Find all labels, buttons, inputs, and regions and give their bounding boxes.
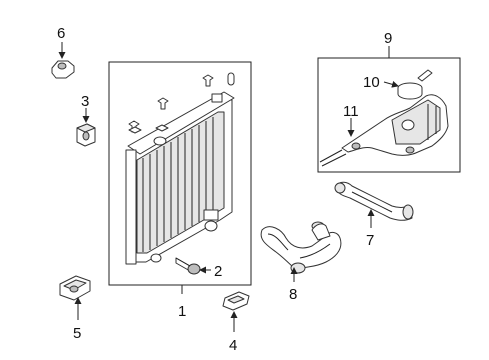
- reservoir-group: [317, 57, 461, 173]
- callout-8: 8: [289, 286, 297, 303]
- callout-11: 11: [343, 103, 359, 120]
- callout-10: 10: [363, 74, 380, 91]
- callout-9: 9: [384, 30, 392, 47]
- upper-insulator: [51, 60, 75, 79]
- lower-hose: [260, 221, 342, 274]
- callout-5: 5: [73, 325, 81, 342]
- callout-7: 7: [366, 232, 374, 249]
- drain-bolt: [175, 257, 201, 275]
- clip-bracket: [222, 291, 250, 311]
- callout-2: 2: [214, 263, 222, 280]
- callout-1: 1: [178, 303, 186, 320]
- insulator-block: [76, 123, 96, 147]
- radiator-group: [108, 61, 252, 286]
- radiator-group-frame: [108, 61, 252, 286]
- radiator-core: [125, 91, 235, 265]
- upper-hose: [334, 181, 414, 221]
- leader-lines: [58, 42, 399, 332]
- reservoir-tank: [319, 94, 449, 167]
- lower-insulator: [59, 275, 91, 301]
- callout-3: 3: [81, 93, 89, 110]
- reservoir-cap: [397, 69, 433, 100]
- callout-4: 4: [229, 337, 237, 354]
- callout-labels: 1 2 3 4 5 6 7 8 9 10 11: [57, 25, 392, 354]
- callout-6: 6: [57, 25, 65, 42]
- mounting-bracket-group: [128, 72, 235, 134]
